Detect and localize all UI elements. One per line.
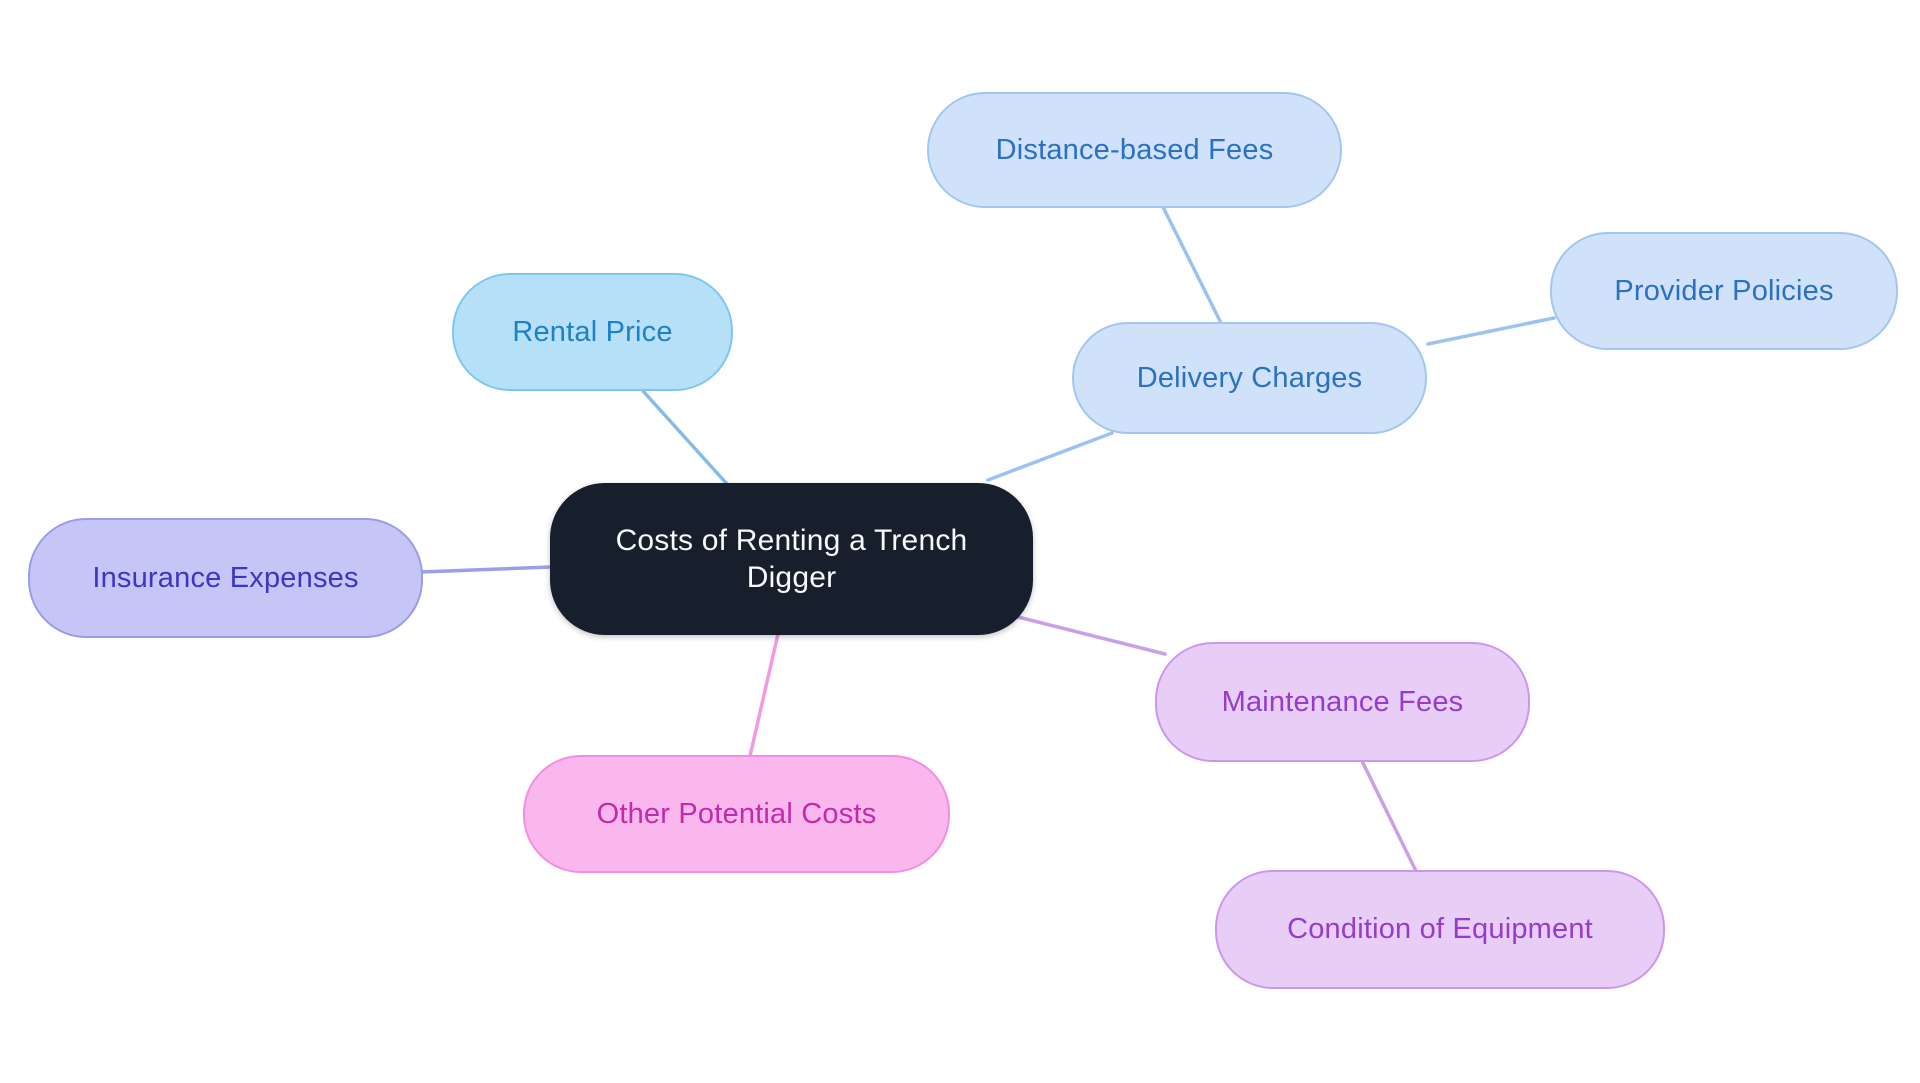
node-insurance-expenses[interactable]: Insurance Expenses xyxy=(28,518,423,638)
edge-rental-price-central xyxy=(641,389,729,486)
node-maintenance-fees[interactable]: Maintenance Fees xyxy=(1155,642,1530,762)
node-provider-policies[interactable]: Provider Policies xyxy=(1550,232,1898,350)
node-other-potential-costs[interactable]: Other Potential Costs xyxy=(523,755,950,873)
edge-central-delivery-charges xyxy=(986,431,1114,482)
node-condition-of-equipment[interactable]: Condition of Equipment xyxy=(1215,870,1665,989)
node-distance-based-fees-label: Distance-based Fees xyxy=(995,133,1274,166)
node-condition-of-equipment-label: Condition of Equipment xyxy=(1287,913,1593,946)
edge-central-maintenance-fees xyxy=(1016,615,1167,656)
node-insurance-expenses-label: Insurance Expenses xyxy=(92,561,359,594)
edge-delivery-charges-provider-policies xyxy=(1426,316,1556,346)
node-distance-based-fees[interactable]: Distance-based Fees xyxy=(927,92,1342,208)
node-rental-price[interactable]: Rental Price xyxy=(452,273,733,391)
node-provider-policies-label: Provider Policies xyxy=(1614,274,1834,307)
node-delivery-charges[interactable]: Delivery Charges xyxy=(1072,322,1427,434)
node-central[interactable]: Costs of Renting a Trench Digger xyxy=(550,483,1033,635)
node-other-potential-costs-label: Other Potential Costs xyxy=(596,797,877,830)
edge-central-other-potential-costs xyxy=(748,632,780,758)
edge-maintenance-fees-condition-of-equipment xyxy=(1360,759,1418,873)
node-delivery-charges-label: Delivery Charges xyxy=(1136,361,1363,394)
edge-insurance-expenses-central xyxy=(419,565,553,574)
node-maintenance-fees-label: Maintenance Fees xyxy=(1221,685,1464,718)
node-central-label: Costs of Renting a Trench Digger xyxy=(615,523,968,595)
edge-distance-based-fees-delivery-charges xyxy=(1161,205,1223,325)
node-rental-price-label: Rental Price xyxy=(512,315,673,348)
